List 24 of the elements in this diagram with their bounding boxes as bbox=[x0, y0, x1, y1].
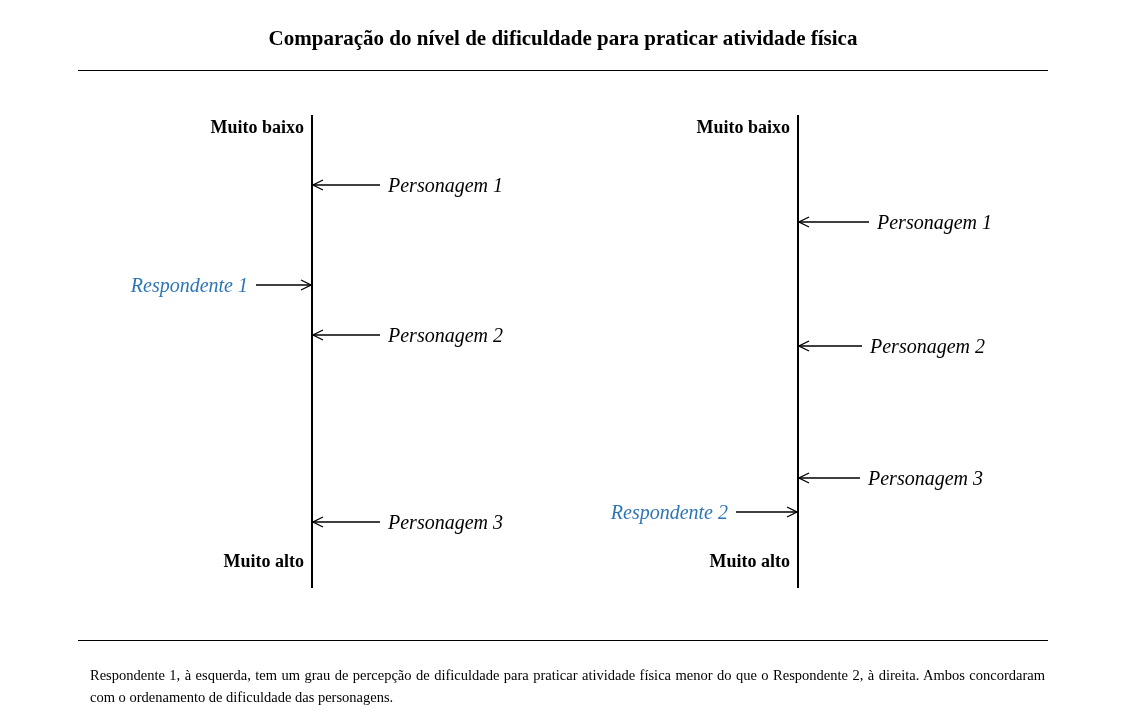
arrow bbox=[735, 506, 798, 518]
diagram-title: Comparação do nível de dificuldade para praticar atividade física bbox=[267, 26, 859, 51]
character-label: Personagem 1 bbox=[388, 173, 503, 197]
arrow bbox=[798, 472, 861, 484]
scale-end-label: Muito baixo bbox=[210, 116, 304, 138]
arrow bbox=[798, 216, 870, 228]
arrow bbox=[255, 279, 312, 291]
scale-end-label: Muito alto bbox=[223, 550, 304, 572]
character-label: Personagem 2 bbox=[388, 323, 503, 347]
respondent-label: Respondente 2 bbox=[610, 500, 728, 524]
scale-end-label: Muito alto bbox=[709, 550, 790, 572]
arrow bbox=[312, 179, 381, 191]
character-label: Personagem 3 bbox=[868, 466, 983, 490]
scale-end-label: Muito baixo bbox=[696, 116, 790, 138]
arrow bbox=[312, 516, 381, 528]
respondent-label: Respondente 1 bbox=[130, 273, 248, 297]
character-label: Personagem 1 bbox=[877, 210, 992, 234]
caption: Respondente 1, à esquerda, tem um grau de percepção de dificuldade para praticar atividade física menor do que o Respondente 2, à direita. Ambos concordaram com o ordenamento de dificuldade das personagens. bbox=[90, 666, 1045, 707]
scale-line bbox=[797, 115, 799, 588]
character-label: Personagem 2 bbox=[870, 334, 985, 358]
arrow bbox=[798, 340, 863, 352]
scale-line bbox=[311, 115, 313, 588]
arrow bbox=[312, 329, 381, 341]
character-label: Personagem 3 bbox=[388, 510, 503, 534]
